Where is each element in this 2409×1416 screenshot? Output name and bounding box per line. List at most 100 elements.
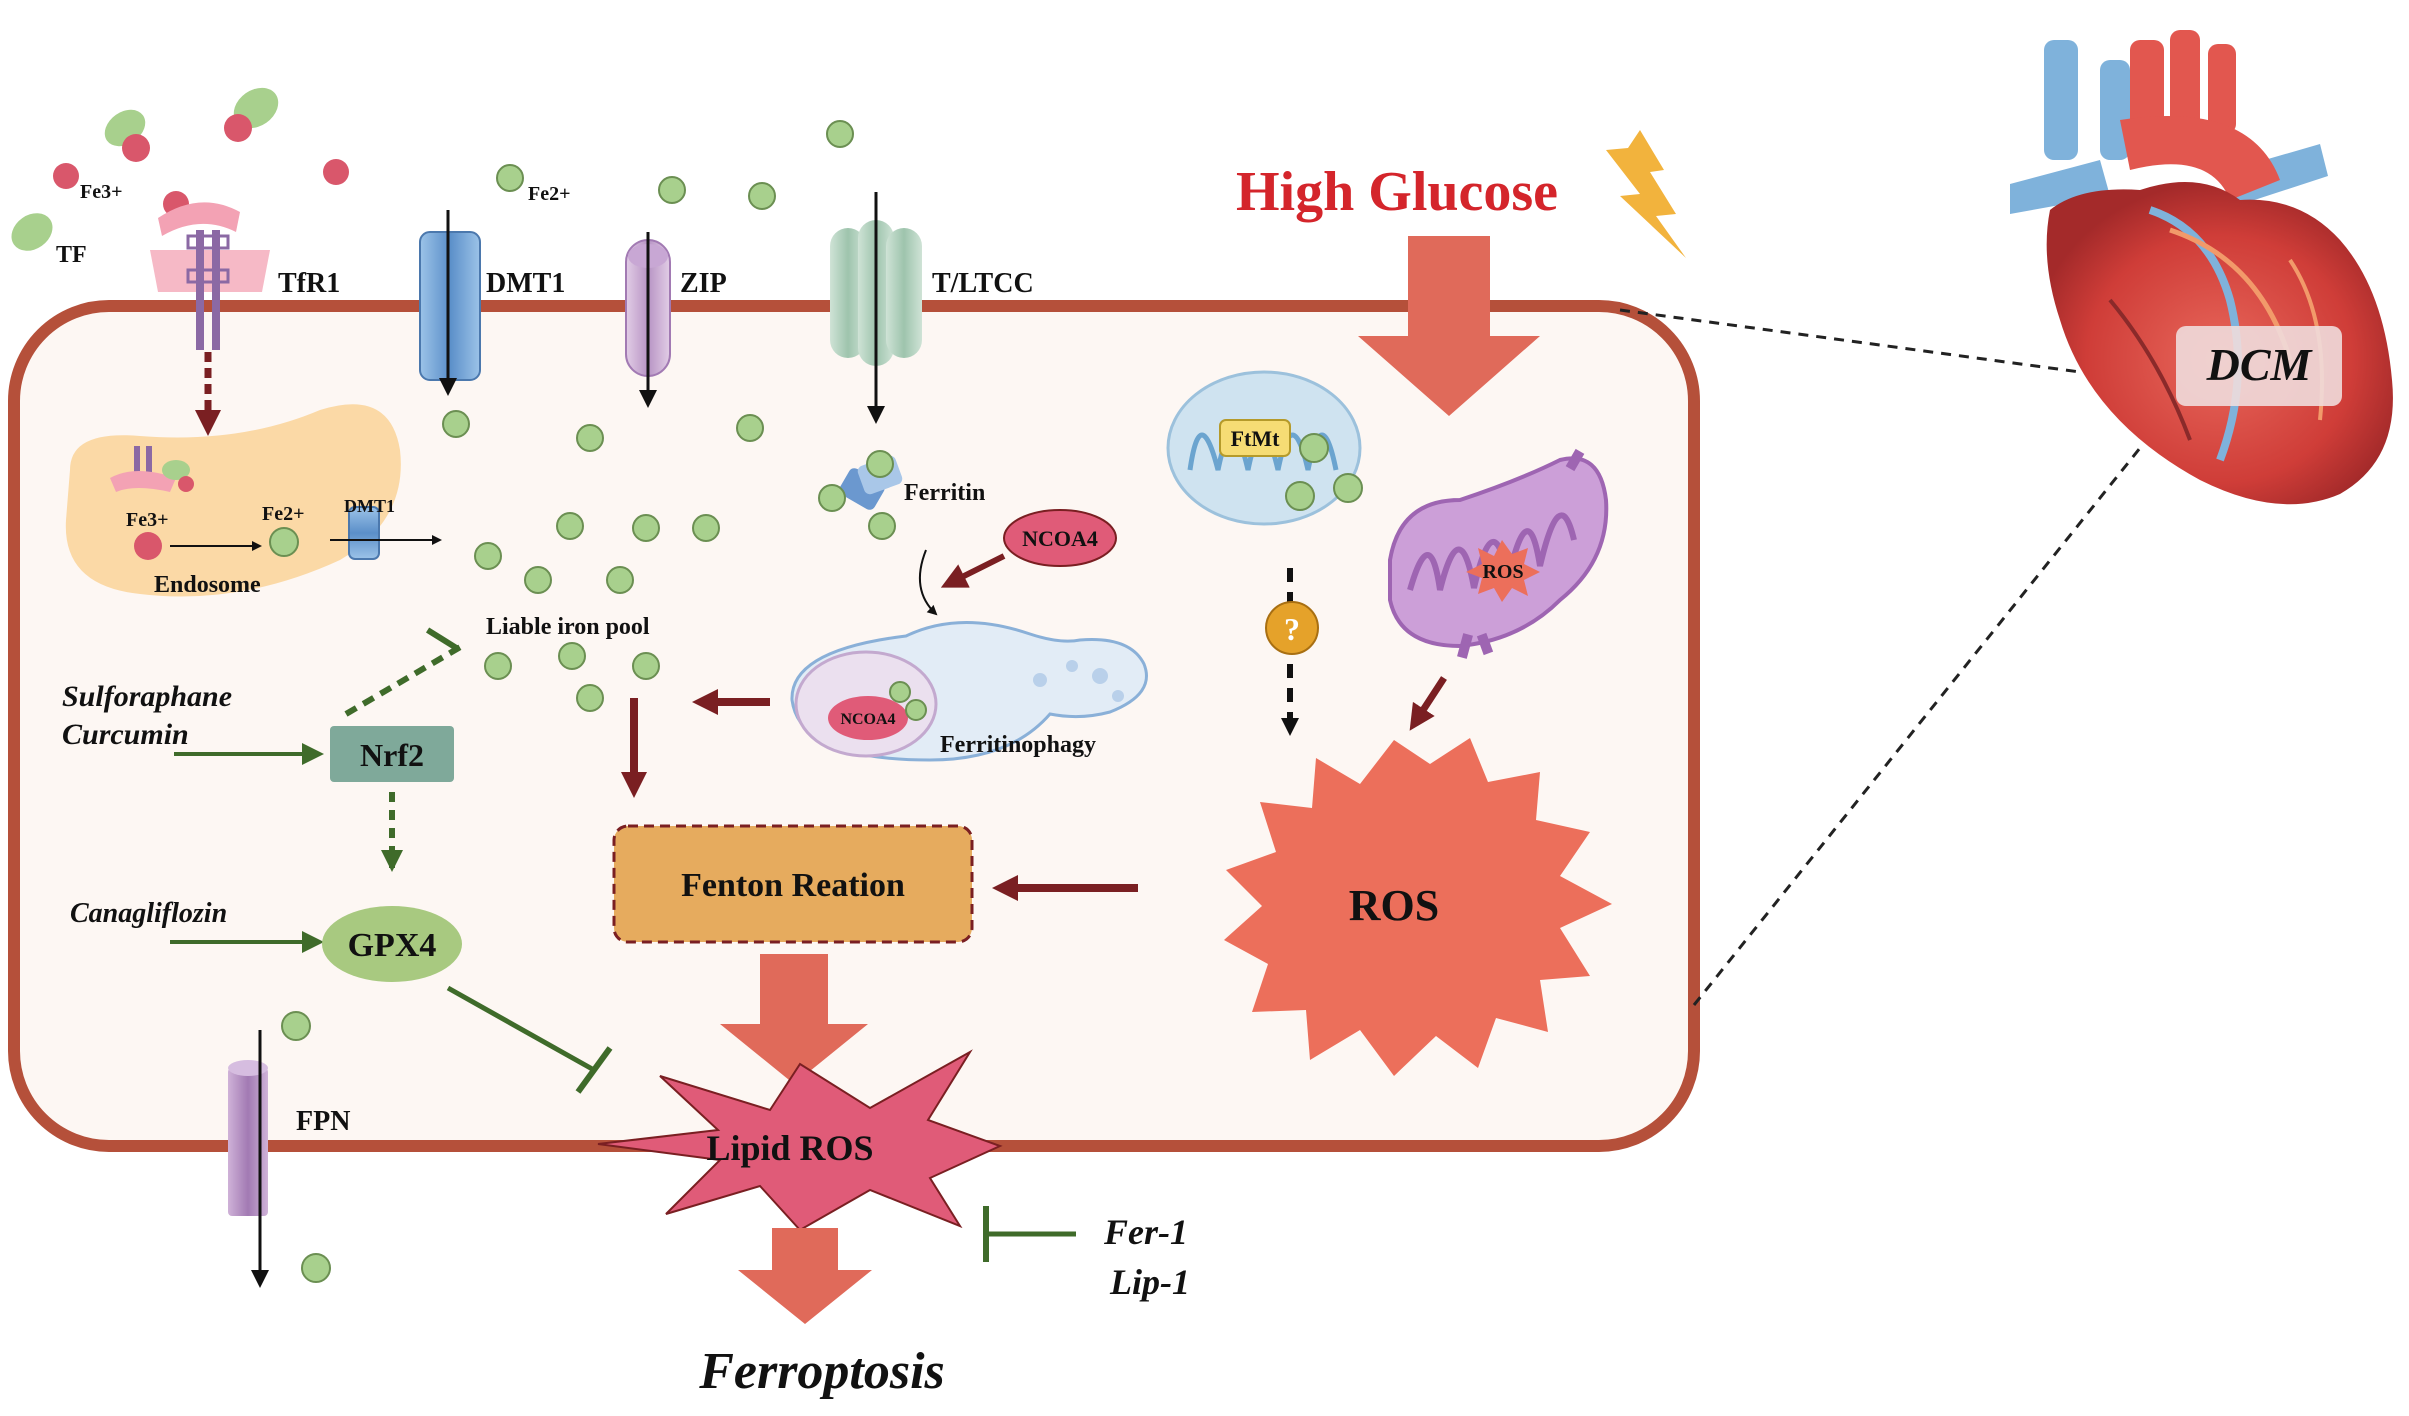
ros-burst-shape — [1224, 738, 1612, 1076]
fe2-icon — [818, 484, 846, 512]
fe2-icon — [606, 566, 634, 594]
fe2-icon — [868, 512, 896, 540]
nrf2-pathway: Sulforaphane Curcumin Nrf2 Canagliflozin… — [62, 627, 613, 1094]
fe2-icon — [474, 542, 502, 570]
ftmt-label: FtMt — [1231, 426, 1281, 451]
ros-inner-label: ROS — [1482, 561, 1523, 583]
canagliflozin-label: Canagliflozin — [70, 898, 227, 929]
tltcc-channel: T/LTCC — [830, 192, 1034, 424]
dmt1-channel: DMT1 — [419, 210, 565, 396]
lightning-icon — [1606, 130, 1686, 258]
fenton-down-arrow — [720, 954, 868, 1084]
fe2-icon — [632, 514, 660, 542]
fe2-icon — [576, 684, 604, 712]
fe2-icon — [496, 164, 524, 192]
fe2-icon — [632, 652, 660, 680]
ferroptosis-label: Ferroptosis — [698, 1343, 945, 1400]
fe3-icon — [53, 163, 79, 189]
fe2-icon — [905, 699, 927, 721]
fe2-icon — [736, 414, 764, 442]
tltcc-label: T/LTCC — [932, 268, 1034, 299]
fenton-label: Fenton Reation — [681, 867, 905, 904]
zip-channel: ZIP — [625, 232, 727, 408]
mitochondrion-ftmt: FtMt ? — [1166, 370, 1363, 736]
endosome-label: Endosome — [154, 572, 261, 598]
ferritinophagy: NCOA4 Ferritinophagy — [692, 621, 1148, 762]
fe2-icon — [576, 424, 604, 452]
fe2-icon — [484, 652, 512, 680]
fe3-icon — [134, 532, 162, 560]
ros-inner-burst — [1466, 540, 1540, 602]
ftmt-badge — [1219, 419, 1291, 457]
gpx4-badge — [322, 906, 462, 982]
heart-illustration: DCM — [2010, 30, 2393, 505]
ros-label: ROS — [1349, 881, 1439, 930]
liable-iron-pool-label: Liable iron pool — [486, 614, 650, 640]
lip1-label: Lip-1 — [1109, 1262, 1190, 1302]
labile-iron-pool: Liable iron pool — [442, 410, 764, 798]
fe2-icon — [281, 1011, 311, 1041]
fe2-icon — [558, 642, 586, 670]
mitochondrion-ros: ROS — [1388, 448, 1609, 731]
high-glucose-trigger: High Glucose — [1236, 130, 1686, 416]
sulforaphane-label: Sulforaphane — [62, 680, 232, 713]
tfr1-label: TfR1 — [278, 268, 340, 299]
fe2-label: Fe2+ — [528, 183, 571, 205]
fe2-icon — [1299, 433, 1329, 463]
zoom-line-bottom — [1692, 447, 2142, 1006]
question-label: ? — [1284, 611, 1300, 647]
endosome-fe3-label: Fe3+ — [126, 509, 169, 531]
fe3-label: Fe3+ — [80, 181, 123, 203]
zoom-line-top — [1619, 308, 2081, 374]
high-glucose-arrow — [1358, 236, 1540, 416]
fe2-icon — [866, 450, 894, 478]
lipid-ros-label: Lipid ROS — [706, 1128, 873, 1168]
transferrin-icon — [11, 213, 53, 251]
endosome-fe2-label: Fe2+ — [262, 503, 305, 525]
fenton-box — [612, 824, 974, 944]
zip-label: ZIP — [680, 268, 727, 299]
fenton-reaction: Fenton Reation — [612, 824, 974, 1084]
dcm-label: DCM — [2206, 339, 2314, 390]
lipid-ros-burst — [597, 1049, 1003, 1232]
fe3-icon — [122, 134, 150, 162]
fe2-icon — [269, 527, 299, 557]
nrf2-label: Nrf2 — [360, 737, 424, 773]
tfr1-receptor: TfR1 — [150, 202, 340, 436]
fe2-icon — [301, 1253, 331, 1283]
ncoa4-inner-label: NCOA4 — [840, 711, 895, 728]
fe2-icon — [524, 566, 552, 594]
ros-burst: ROS — [992, 738, 1612, 1076]
fe3-icon — [224, 114, 252, 142]
dcm-badge — [2176, 326, 2342, 406]
fe2-icon — [748, 182, 776, 210]
lipid-ros-inhibitors: Fer-1 Lip-1 — [983, 1206, 1190, 1302]
endosome: Fe3+ Fe2+ DMT1 Endosome — [65, 404, 442, 598]
fe2-icon — [442, 410, 470, 438]
ncoa4-label: NCOA4 — [1022, 526, 1098, 551]
fe2-icon — [889, 681, 911, 703]
fe2-icon — [692, 514, 720, 542]
fe2-icon — [1333, 473, 1363, 503]
dmt1-label: DMT1 — [486, 268, 565, 299]
ferroptosis-down-arrow — [738, 1228, 872, 1324]
fpn-channel: FPN — [228, 1011, 350, 1288]
gpx4-label: GPX4 — [348, 927, 437, 964]
fe2-icon — [826, 120, 854, 148]
ferritin-complex: Ferritin NCOA4 — [818, 450, 1117, 616]
fe2-icon — [658, 176, 686, 204]
fe2-icon — [556, 512, 584, 540]
fpn-label: FPN — [296, 1106, 350, 1137]
ferritin-label: Ferritin — [904, 480, 985, 506]
curcumin-label: Curcumin — [62, 718, 189, 751]
tf-label: TF — [56, 242, 87, 268]
endosome-dmt1-label: DMT1 — [344, 496, 395, 516]
nrf2-box — [330, 726, 454, 782]
ferritinophagy-label: Ferritinophagy — [940, 732, 1096, 758]
question-badge — [1265, 601, 1319, 655]
fe2-icon — [1285, 481, 1315, 511]
fe3-icon — [323, 159, 349, 185]
ncoa4-badge — [1003, 509, 1117, 567]
high-glucose-label: High Glucose — [1236, 161, 1558, 223]
